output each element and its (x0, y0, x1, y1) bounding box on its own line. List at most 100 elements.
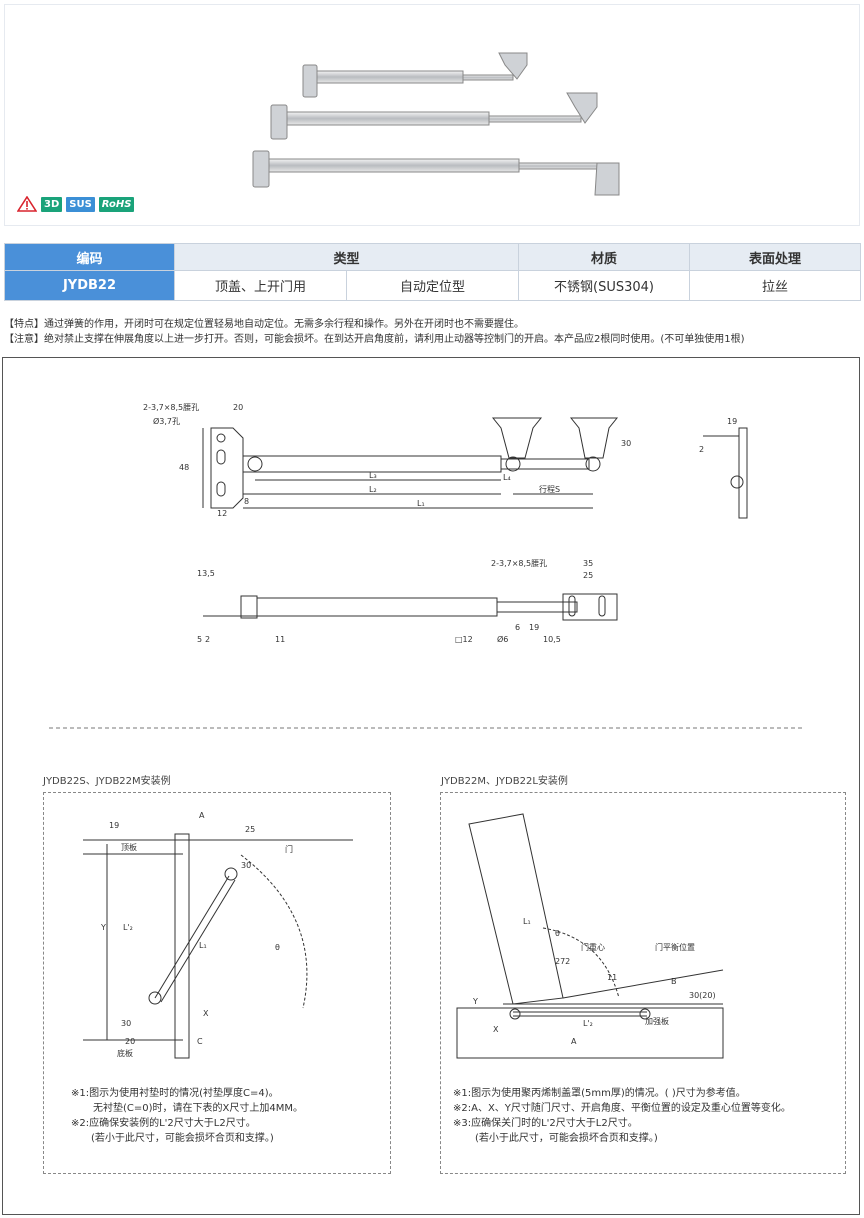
dim-label-l1: L₁ (417, 499, 425, 508)
dim-label-stroke: 行程S (539, 484, 560, 494)
ex2-note-1: ※1:图示为使用聚丙烯制盖罩(5mm厚)的情况。( )尺寸为参考值。 (453, 1088, 746, 1099)
ex1-top: 顶板 (121, 842, 137, 852)
ex2-x: X (493, 1025, 499, 1034)
dim-label-l3: L₃ (369, 471, 377, 480)
ex2-note-2: ※2:A、X、Y尺寸随门尺寸、开启角度、平衡位置的设定及重心位置等变化。 (453, 1103, 791, 1114)
ex1-theta: θ (275, 943, 280, 952)
side-bracket (738, 427, 748, 519)
example2-drawing (456, 813, 724, 1059)
example1-drawing (83, 833, 353, 1059)
gas-stay-medium (270, 92, 598, 140)
notes: 【特点】通过弹簧的作用，开闭时可在规定位置轻易地自动定位。无需多余行程和操作。另… (4, 317, 860, 347)
ex1-19: 19 (109, 821, 119, 830)
side-pivot (730, 475, 744, 489)
dim-front-hole: 2-3,7×8,5腰孔 (491, 559, 547, 568)
dim-front-135: 13,5 (197, 569, 215, 578)
ex2-l1: L₁ (523, 917, 531, 926)
cell-finish: 拉丝 (689, 270, 862, 301)
dim-front-11: 11 (275, 635, 285, 644)
header-finish: 表面处理 (689, 243, 862, 271)
ex2-theta: θ (555, 929, 560, 938)
dim-d30: 30 (621, 439, 631, 448)
spec-table-header: 编码 类型 材质 表面处理 (4, 243, 862, 271)
ex1-y: Y (100, 923, 106, 932)
badge-rohs: RoHS (98, 196, 135, 212)
ex1-30a: 30 (241, 861, 251, 870)
dim-front-25: 25 (583, 571, 593, 580)
bracket-hole (216, 433, 226, 443)
ex2-l2p: L'₂ (583, 1019, 593, 1028)
dim-front-5: 5 (197, 635, 202, 644)
product-photo (252, 52, 620, 196)
example1-title: JYDB22S、JYDB22M安装例 (43, 776, 171, 787)
ex1-note-1: ※1:图示为使用衬垫时的情况(衬垫厚度C=4)。 (71, 1088, 279, 1099)
dim-label-l4: L₄ (503, 473, 511, 482)
dim-front-sq12: □12 (455, 635, 473, 644)
dim-d20: 20 (233, 403, 243, 412)
pivot-mid (505, 456, 521, 472)
ex1-l2p: L'₂ (123, 923, 133, 932)
spec-table-row: JYDB22 顶盖、上开门用 自动定位型 不锈钢(SUS304) 拉丝 (4, 270, 862, 301)
ex1-30b: 30 (121, 1019, 131, 1028)
front-left-bracket (240, 595, 258, 619)
example1-box (43, 792, 391, 1174)
dim-front-6: 6 (515, 623, 520, 632)
dim-front-105: 10,5 (543, 635, 561, 644)
ex1-note-3: ※2:应确保安装例的L'2尺寸大于L2尺寸。 (71, 1118, 256, 1129)
dim-front-2: 2 (205, 635, 210, 644)
cell-type-2: 自动定位型 (345, 270, 520, 301)
ex1-c: C (197, 1037, 203, 1046)
pivot-left (247, 456, 263, 472)
example2-notes: ※1:图示为使用聚丙烯制盖罩(5mm厚)的情况。( )尺寸为参考值。 ※2:A、… (453, 1086, 791, 1146)
front-slot-1 (568, 595, 576, 617)
ex1-note-4: (若小于此尺寸，可能会损坏合页和支撑。) (91, 1133, 274, 1144)
cell-code: JYDB22 (4, 270, 175, 301)
warning-icon (17, 196, 37, 212)
dim-label-l2: L₂ (369, 485, 377, 494)
front-slot-2 (598, 595, 606, 617)
bracket-slot-1 (216, 449, 226, 465)
product-photo-panel: 3D SUS RoHS (4, 4, 860, 226)
rod-top (500, 458, 590, 470)
header-material: 材质 (518, 243, 691, 271)
badge-sus: SUS (66, 196, 95, 212)
left-bracket-top (210, 427, 244, 509)
technical-drawing: 2-3,7×8,5腰孔 Ø3,7孔 20 48 30 8 12 L₃ L₂ L₁… (2, 357, 860, 1215)
top-bracket-1 (491, 417, 543, 459)
example1-notes: ※1:图示为使用衬垫时的情况(衬垫厚度C=4)。 无衬垫(C=0)时，请在下表的… (71, 1086, 303, 1146)
note-feature: 【特点】通过弹簧的作用，开闭时可在规定位置轻易地自动定位。无需多余行程和操作。另… (4, 319, 524, 330)
dim-front-35: 35 (583, 559, 593, 568)
ex2-note-4: (若小于此尺寸，可能会损坏合页和支撑。) (475, 1133, 658, 1144)
cylinder-front (256, 597, 498, 617)
header-type: 类型 (173, 243, 520, 271)
badge-3d: 3D (41, 196, 63, 212)
dim-d12: 12 (217, 509, 227, 518)
example2-title: JYDB22M、JYDB22L安装例 (441, 776, 568, 787)
ex1-l1: L₁ (199, 941, 207, 950)
ex2-y: Y (472, 997, 478, 1006)
ex2-note-3: ※3:应确保关门时的L'2尺寸大于L2尺寸。 (453, 1118, 638, 1129)
ex2-a: A (571, 1037, 577, 1046)
drawing-canvas: 2-3,7×8,5腰孔 Ø3,7孔 20 48 30 8 12 L₃ L₂ L₁… (49, 403, 803, 1059)
header-code: 编码 (4, 243, 175, 271)
cell-type-1: 顶盖、上开门用 (174, 270, 347, 301)
spec-table: 编码 类型 材质 表面处理 JYDB22 顶盖、上开门用 自动定位型 不锈钢(S… (4, 243, 862, 301)
rod-front (496, 601, 578, 613)
ex2-balance: 门平衡位置 (655, 942, 695, 952)
ex1-x: X (203, 1009, 209, 1018)
dim-front-phi6: Ø6 (497, 634, 508, 644)
dim-hole1: 2-3,7×8,5腰孔 (143, 403, 199, 412)
cell-material: 不锈钢(SUS304) (518, 270, 691, 301)
dim-side-19: 19 (727, 417, 737, 426)
dim-d8: 8 (244, 497, 249, 506)
ex2-cg: 门重心 (581, 942, 605, 952)
ex2-30: 30(20) (689, 991, 716, 1000)
dim-front-19: 19 (529, 623, 539, 632)
cylinder-top (242, 455, 502, 473)
gas-stay-short (302, 52, 528, 98)
dim-d48: 48 (179, 463, 189, 472)
badge-row: 3D SUS RoHS (17, 196, 135, 212)
note-caution: 【注意】绝对禁止支撑在伸展角度以上进一步打开。否则，可能会损坏。在到达开启角度前… (4, 334, 745, 345)
example2-box (440, 792, 846, 1174)
ex2-11: 11 (607, 973, 617, 982)
